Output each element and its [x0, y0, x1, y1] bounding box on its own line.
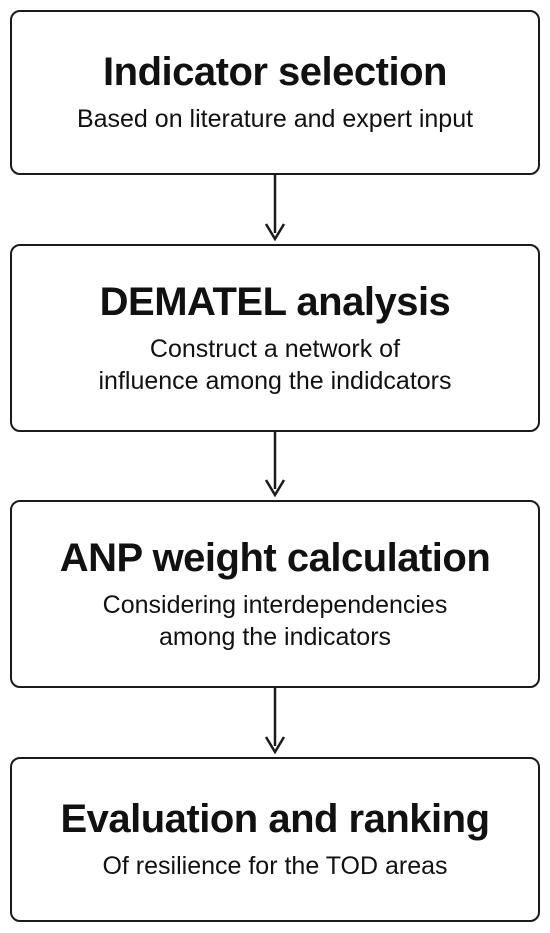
step-dematel-analysis: DEMATEL analysis Construct a network of … — [10, 244, 540, 432]
flow-arrow-down-icon — [264, 175, 286, 242]
step-title: DEMATEL analysis — [99, 279, 451, 324]
step-title: Evaluation and ranking — [60, 797, 490, 842]
step-description: Construct a network of influence among t… — [98, 334, 452, 396]
step-title: ANP weight calculation — [59, 535, 491, 580]
step-description: Considering interdependencies among the … — [102, 590, 448, 652]
step-evaluation-and-ranking: Evaluation and ranking Of resilience for… — [10, 757, 540, 922]
step-title: Indicator selection — [103, 50, 447, 95]
flow-arrow-down-icon — [264, 688, 286, 755]
step-description: Of resilience for the TOD areas — [102, 852, 448, 881]
step-indicator-selection: Indicator selection Based on literature … — [10, 10, 540, 175]
step-anp-weight-calculation: ANP weight calculation Considering inter… — [10, 500, 540, 688]
step-description: Based on literature and expert input — [76, 105, 474, 134]
flow-arrow-down-icon — [264, 432, 286, 498]
